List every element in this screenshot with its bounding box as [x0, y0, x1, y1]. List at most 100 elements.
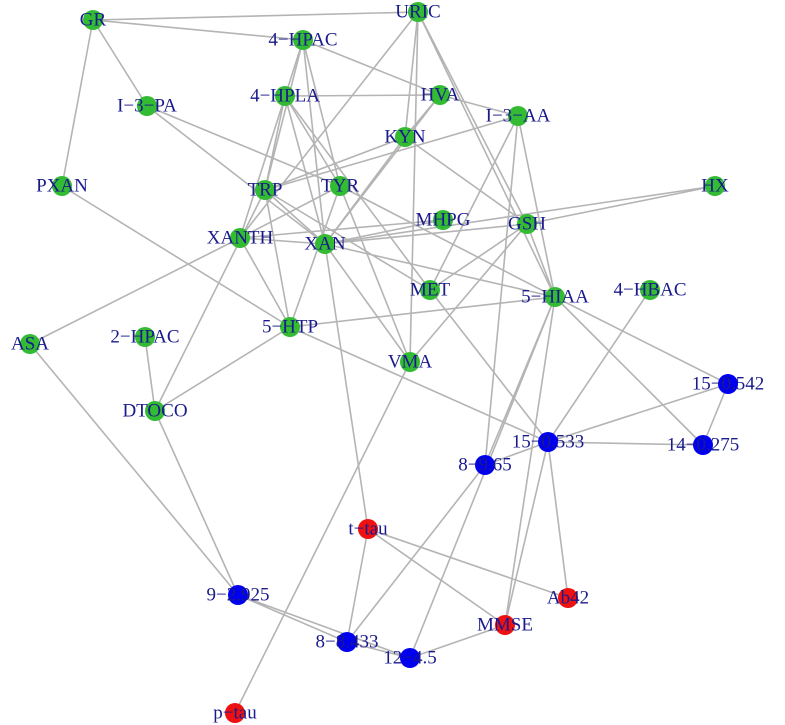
node-8-9-65	[475, 455, 495, 475]
edge-uric-vma	[409, 11, 419, 363]
node-gr	[83, 10, 103, 30]
edge-4-hpla-xan	[284, 95, 326, 245]
node-label-pxan: PXAN	[36, 176, 88, 197]
node-label-mmse: MMSE	[477, 615, 533, 636]
edge-gsh-vma	[409, 223, 528, 363]
edge-9-2-925-12-4-5	[237, 594, 411, 659]
edge-8-9-65-8-8-433	[346, 464, 486, 643]
edge-9-2-925-8-8-433	[237, 594, 348, 643]
node-ab42	[558, 588, 578, 608]
node-label-ab42: Ab42	[547, 588, 589, 609]
node-label-8-9-65: 8−9.65	[458, 455, 511, 476]
edge-2-hpac-dtoco	[144, 336, 156, 412]
edge-5-hiaa-15-0-542	[554, 296, 729, 385]
node-label-mhpg: MHPG	[416, 210, 471, 231]
edge-4-hpla-trp	[264, 95, 286, 191]
edge-4-hbac-15-0-533	[547, 289, 651, 443]
node-label-gsh: GSH	[508, 214, 546, 235]
edge-i-3-aa-8-9-65	[484, 115, 519, 466]
edge-4-hpac-xanth	[239, 39, 304, 239]
edge-i-3-pa-xan	[146, 105, 326, 245]
node-label-i-3-pa: I−3−PA	[117, 96, 177, 117]
node-kyn	[395, 127, 415, 147]
node-tyr	[330, 176, 350, 196]
node-xan	[315, 234, 335, 254]
node-i-3-aa	[508, 106, 528, 126]
edge-15-0-533-ab42	[547, 441, 569, 599]
node-label-met: MET	[410, 280, 451, 301]
node-label-t-tau: t−tau	[348, 519, 388, 540]
node-p-tau	[225, 703, 245, 723]
edge-4-hpac-trp	[264, 39, 304, 191]
node-asa	[20, 334, 40, 354]
edge-trp-dtoco	[154, 189, 266, 412]
node-label-kyn: KYN	[384, 127, 425, 148]
node-label-4-hpac: 4−HPAC	[268, 30, 337, 51]
edge-15-0-542-14-0-275	[702, 383, 729, 446]
edge-i-3-aa-met	[429, 115, 519, 291]
edge-kyn-xan	[324, 136, 406, 245]
edge-uric-gsh	[417, 11, 528, 225]
node-label-i-3-aa: I−3−AA	[486, 106, 551, 127]
edge-trp-5-htp	[264, 189, 291, 328]
edge-4-hpla-met	[284, 95, 431, 291]
edge-15-0-542-15-0-533	[547, 383, 729, 443]
edge-xanth-asa	[29, 237, 241, 345]
node-xanth	[230, 228, 250, 248]
edge-hx-xan	[324, 185, 716, 245]
edge-kyn-trp	[264, 136, 406, 191]
edge-gsh-met	[429, 223, 528, 291]
edge-met-15-0-533	[429, 289, 549, 443]
node-t-tau	[358, 519, 378, 539]
node-5-hiaa	[545, 287, 565, 307]
edge-15-0-533-14-0-275	[547, 441, 704, 446]
edge-15-0-533-8-9-65	[484, 441, 549, 466]
edge-gr-uric	[92, 11, 419, 21]
node-14-0-275	[693, 435, 713, 455]
edge-8-8-433-12-4-5	[346, 641, 411, 659]
node-label-uric: URIC	[395, 2, 440, 23]
node-trp	[255, 180, 275, 200]
edge-5-htp-dtoco	[154, 326, 291, 412]
edge-tyr-xanth	[239, 185, 341, 239]
node-9-2-925	[228, 585, 248, 605]
node-label-trp: TRP	[248, 180, 283, 201]
edge-tyr-vma	[339, 185, 411, 363]
edge-5-hiaa-5-htp	[289, 296, 556, 328]
edge-5-hiaa-mmse	[504, 296, 556, 626]
node-pxan	[52, 176, 72, 196]
node-label-4-hpla: 4−HPLA	[250, 86, 320, 107]
edge-xan-5-hiaa	[324, 243, 556, 298]
node-label-12-4-5: 12−4.5	[383, 648, 436, 669]
node-label-tyr: TYR	[321, 176, 359, 197]
node-label-9-2-925: 9−2.925	[207, 585, 270, 606]
edge-kyn-gsh	[404, 136, 528, 225]
node-gsh	[517, 214, 537, 234]
edge-12-4-5-mmse	[409, 624, 506, 659]
edge-hva-i-3-aa	[439, 94, 519, 117]
node-label-asa: ASA	[11, 334, 49, 355]
edge-pxan-5-htp	[61, 185, 291, 328]
edge-uric-xanth	[239, 11, 419, 239]
edge-5-htp-15-0-533	[289, 326, 549, 443]
edge-gsh-5-hiaa	[526, 223, 556, 298]
edge-4-hpla-hva	[284, 94, 441, 97]
node-4-hbac	[640, 280, 660, 300]
node-uric	[408, 2, 428, 22]
edge-xanth-xan	[239, 237, 326, 245]
edge-trp-xan	[264, 189, 326, 245]
node-12-4-5	[400, 648, 420, 668]
node-label-5-htp: 5−HTP	[262, 317, 318, 338]
node-vma	[400, 352, 420, 372]
edge-xan-t-tau	[324, 243, 369, 530]
edge-xan-vma	[324, 243, 411, 363]
node-label-15-0-542: 15−0.542	[692, 374, 764, 395]
node-label-4-hbac: 4−HBAC	[613, 280, 686, 301]
edge-layer	[29, 11, 729, 714]
edge-hx-gsh	[526, 185, 716, 225]
node-label-5-hiaa: 5−HIAA	[521, 287, 589, 308]
edge-tyr-5-hiaa	[339, 185, 556, 298]
node-label-2-hpac: 2−HPAC	[110, 327, 179, 348]
node-4-hpla	[275, 86, 295, 106]
